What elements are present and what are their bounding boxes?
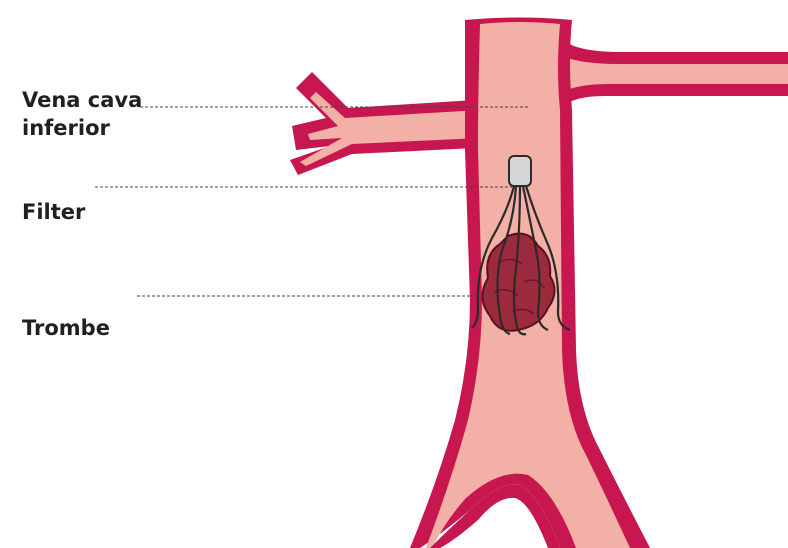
label-vena-cava-line1: Vena cava <box>22 86 142 114</box>
label-filter: Filter <box>22 198 85 226</box>
label-trombe: Trombe <box>22 314 110 342</box>
left-branch-vessel <box>290 72 480 175</box>
label-vena-cava-inferior: Vena cava inferior <box>22 86 142 142</box>
right-branch-vessel <box>555 38 788 110</box>
filter-cap <box>509 156 531 186</box>
label-vena-cava-line2: inferior <box>22 114 142 142</box>
